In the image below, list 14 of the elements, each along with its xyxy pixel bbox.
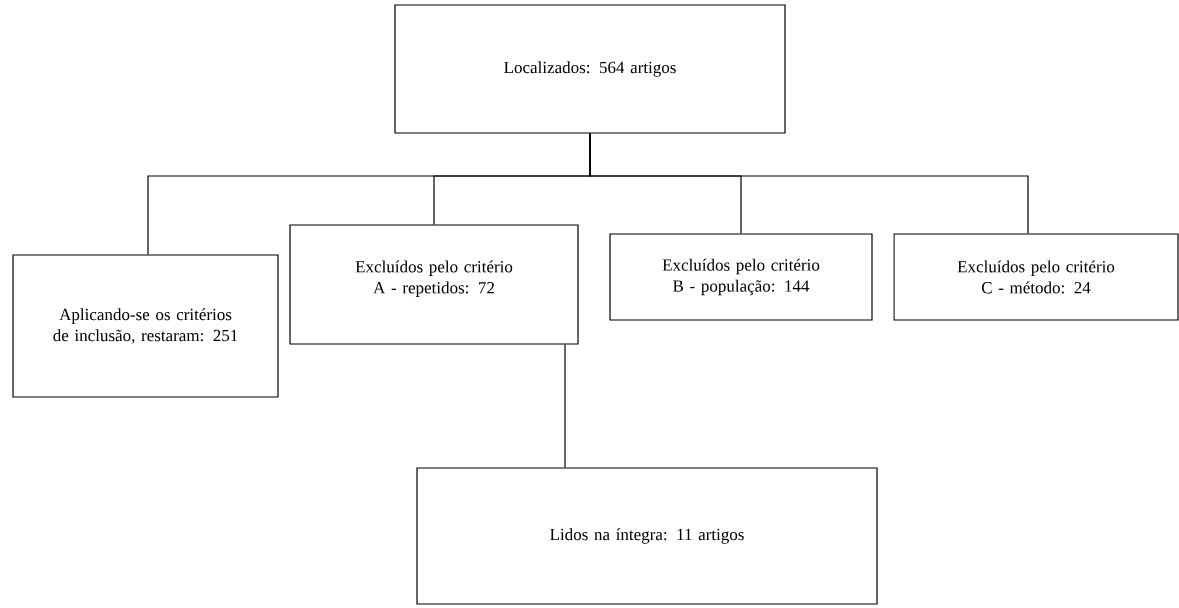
process-box <box>12 254 279 398</box>
node-label: Excluídos pelo critério A - repetidos: 72 <box>355 260 513 297</box>
process-box <box>609 233 873 321</box>
connector-line <box>564 344 566 468</box>
process-box <box>289 224 579 345</box>
process-box <box>394 4 786 134</box>
node-label: Lidos na íntegra: 11 artigos <box>550 528 744 544</box>
connector-line <box>589 133 1029 234</box>
node-label: Aplicando-se os critérios de inclusão, restaram: 251 <box>53 308 238 344</box>
node-label: Excluídos pelo critério B - população: 144 <box>662 258 820 296</box>
node-label: Excluídos pelo critério C - método: 24 <box>957 260 1115 294</box>
process-box <box>416 467 878 605</box>
process-box <box>893 233 1179 321</box>
node-label: Localizados: 564 artigos <box>504 61 676 77</box>
